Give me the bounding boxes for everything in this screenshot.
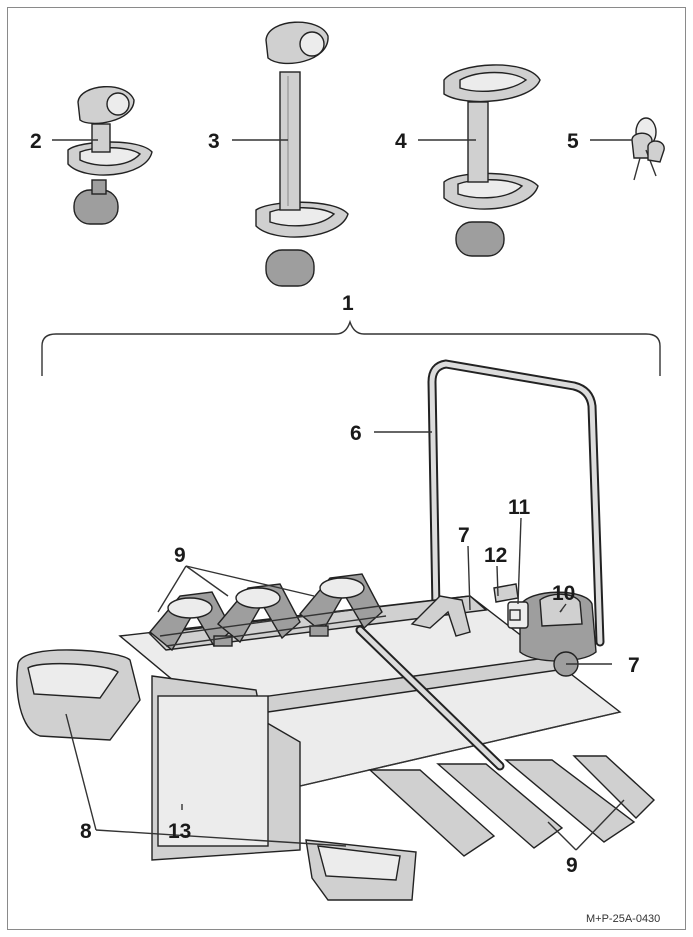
callout-12: 12: [484, 544, 507, 567]
tilt-lever: [410, 595, 471, 637]
callout-10: 10: [552, 582, 575, 605]
wheel-cradles: [149, 573, 387, 652]
medium-frame-holder: [443, 64, 541, 257]
wheel-trays: [368, 755, 656, 857]
left-light-unit: [16, 649, 141, 741]
plate-board: [151, 675, 301, 861]
callout-4: 4: [395, 130, 407, 153]
callout-11: 11: [508, 496, 531, 519]
figure-frame: [7, 7, 686, 930]
callout-5: 5: [567, 130, 579, 153]
callout-3: 3: [208, 130, 220, 153]
short-frame-holder: [67, 86, 153, 225]
callout-9-upper: 9: [174, 544, 186, 567]
callout-9-lower: 9: [566, 854, 578, 877]
figure-code: M+P-25A-0430: [586, 913, 660, 925]
keys-icon: [631, 117, 665, 181]
callout-8: 8: [80, 820, 92, 843]
callout-13: 13: [168, 820, 191, 843]
right-light-unit: [305, 839, 417, 901]
callout-2: 2: [30, 130, 42, 153]
bracket-line: [41, 319, 661, 376]
leader-lines: [52, 139, 632, 851]
callout-7-right: 7: [628, 654, 640, 677]
loop-frame: [427, 359, 605, 647]
callout-1: 1: [342, 292, 354, 315]
long-frame-holder: [255, 21, 349, 287]
callout-7-upper: 7: [458, 524, 470, 547]
callout-6: 6: [350, 422, 362, 445]
